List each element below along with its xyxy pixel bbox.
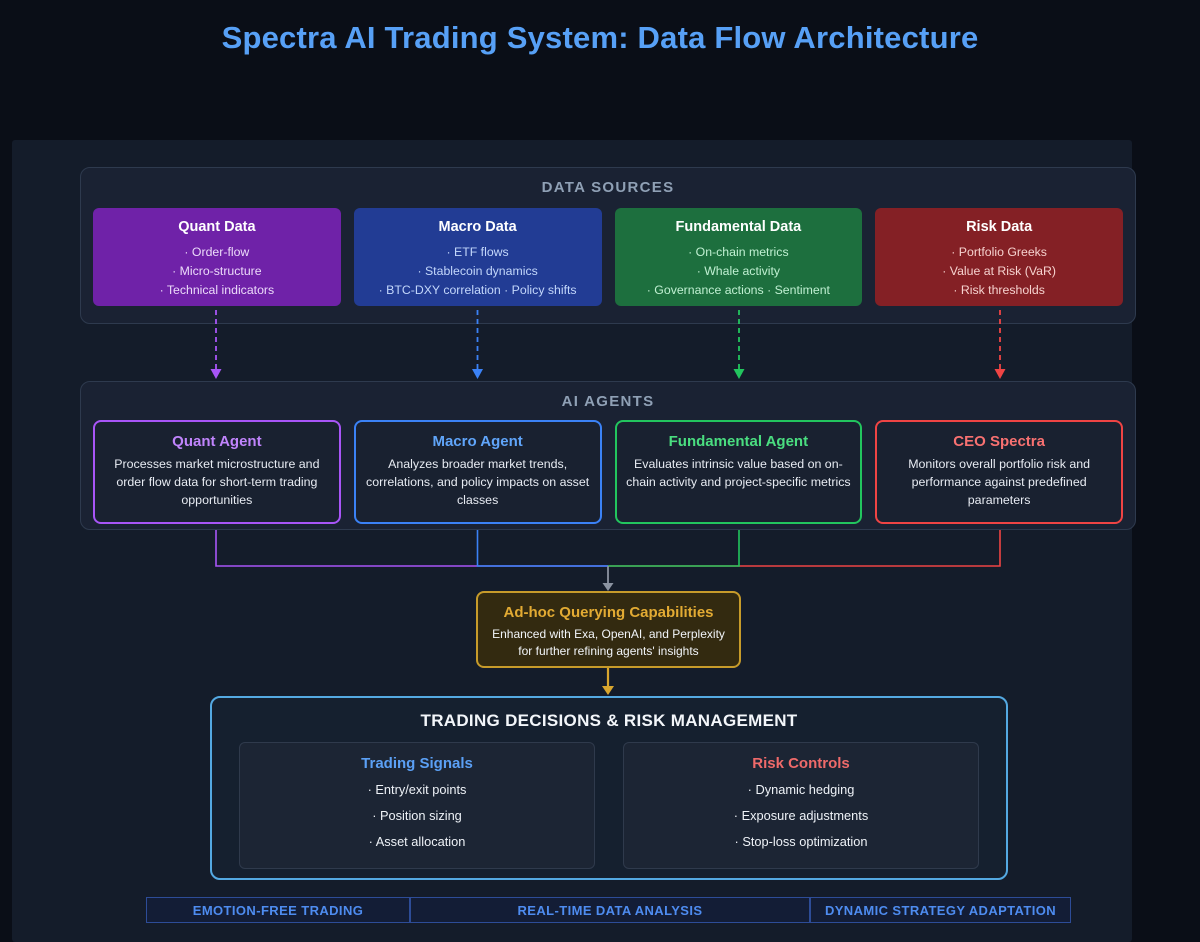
agent-title: Quant Agent bbox=[172, 433, 262, 450]
agent-title: CEO Spectra bbox=[953, 433, 1045, 450]
macro-data-card: Macro Data · ETF flows · Stablecoin dyna… bbox=[353, 208, 602, 306]
card-line: · Portfolio Greeks bbox=[951, 245, 1047, 259]
card-line: · Value at Risk (VaR) bbox=[942, 264, 1056, 278]
card-line: · Order-flow bbox=[184, 245, 250, 259]
quant-agent-card: Quant Agent Processes market microstruct… bbox=[93, 420, 341, 524]
footer-badges: EMOTION-FREE TRADING REAL-TIME DATA ANAL… bbox=[146, 897, 1071, 923]
risk-controls-panel: Risk Controls · Dynamic hedging · Exposu… bbox=[623, 742, 979, 869]
macro-agent-card: Macro Agent Analyzes broader market tren… bbox=[353, 420, 602, 524]
panel-item: · Stop-loss optimization bbox=[734, 834, 868, 849]
panel-item: · Asset allocation bbox=[368, 834, 466, 849]
fundamental-data-card: Fundamental Data · On-chain metrics · Wh… bbox=[614, 208, 863, 306]
badge-dynamic-strategy: DYNAMIC STRATEGY ADAPTATION bbox=[810, 897, 1071, 923]
risk-data-card: Risk Data · Portfolio Greeks · Value at … bbox=[875, 208, 1123, 306]
panel-title: Trading Signals bbox=[361, 755, 473, 772]
panel-item: · Position sizing bbox=[372, 808, 462, 823]
card-title: Risk Data bbox=[966, 219, 1033, 235]
card-line: · Governance actions · Sentiment bbox=[646, 283, 830, 297]
trading-decisions-header: TRADING DECISIONS & RISK MANAGEMENT bbox=[420, 711, 798, 730]
panel-item: · Dynamic hedging bbox=[747, 782, 855, 797]
data-sources-section: DATA SOURCES Quant Data · Order-flow · M… bbox=[80, 167, 1136, 324]
trading-panels: Trading Signals · Entry/exit points · Po… bbox=[212, 742, 1006, 869]
panel-item: · Exposure adjustments bbox=[733, 808, 869, 823]
fundamental-agent-card: Fundamental Agent Evaluates intrinsic va… bbox=[614, 420, 863, 524]
card-line: · Whale activity bbox=[696, 264, 781, 278]
ceo-spectra-card: CEO Spectra Monitors overall portfolio r… bbox=[875, 420, 1123, 524]
card-line: · On-chain metrics bbox=[688, 245, 789, 259]
card-line: · BTC-DXY correlation · Policy shifts bbox=[378, 283, 577, 297]
badge-emotion-free: EMOTION-FREE TRADING bbox=[146, 897, 410, 923]
agent-title: Fundamental Agent bbox=[668, 433, 809, 450]
card-title: Fundamental Data bbox=[675, 219, 802, 235]
panel-title: Risk Controls bbox=[752, 755, 850, 772]
adhoc-title: Ad-hoc Querying Capabilities bbox=[503, 604, 714, 621]
trading-decisions-section: TRADING DECISIONS & RISK MANAGEMENT Trad… bbox=[210, 696, 1008, 880]
card-title: Quant Data bbox=[178, 219, 256, 235]
ai-agents-section: AI AGENTS Quant Agent Processes market m… bbox=[80, 381, 1136, 530]
card-line: · Micro-structure bbox=[172, 264, 262, 278]
data-sources-cards: Quant Data · Order-flow · Micro-structur… bbox=[81, 208, 1135, 306]
agent-description: Analyzes broader market trends, correlat… bbox=[366, 457, 590, 507]
card-line: · Stablecoin dynamics bbox=[417, 264, 538, 278]
agent-description: Processes market microstructure and orde… bbox=[114, 457, 320, 507]
data-sources-header: DATA SOURCES bbox=[541, 179, 675, 196]
card-title: Macro Data bbox=[438, 219, 517, 235]
agent-title: Macro Agent bbox=[432, 433, 523, 450]
trading-signals-panel: Trading Signals · Entry/exit points · Po… bbox=[239, 742, 595, 869]
page-title: Spectra AI Trading System: Data Flow Arc… bbox=[221, 20, 979, 55]
panel-item: · Entry/exit points bbox=[367, 782, 467, 797]
ai-agents-cards: Quant Agent Processes market microstruct… bbox=[81, 420, 1135, 524]
card-line: · ETF flows bbox=[446, 245, 509, 259]
quant-data-card: Quant Data · Order-flow · Micro-structur… bbox=[93, 208, 341, 306]
card-line: · Risk thresholds bbox=[953, 283, 1045, 297]
badge-real-time: REAL-TIME DATA ANALYSIS bbox=[410, 897, 810, 923]
agent-description: Evaluates intrinsic value based on on-ch… bbox=[626, 457, 851, 489]
card-line: · Technical indicators bbox=[159, 283, 275, 297]
ai-agents-header: AI AGENTS bbox=[561, 393, 655, 410]
adhoc-querying-box: Ad-hoc Querying Capabilities Enhanced wi… bbox=[476, 591, 741, 668]
adhoc-description: Enhanced with Exa, OpenAI, and Perplexit… bbox=[492, 627, 725, 659]
agent-description: Monitors overall portfolio risk and perf… bbox=[908, 457, 1091, 507]
